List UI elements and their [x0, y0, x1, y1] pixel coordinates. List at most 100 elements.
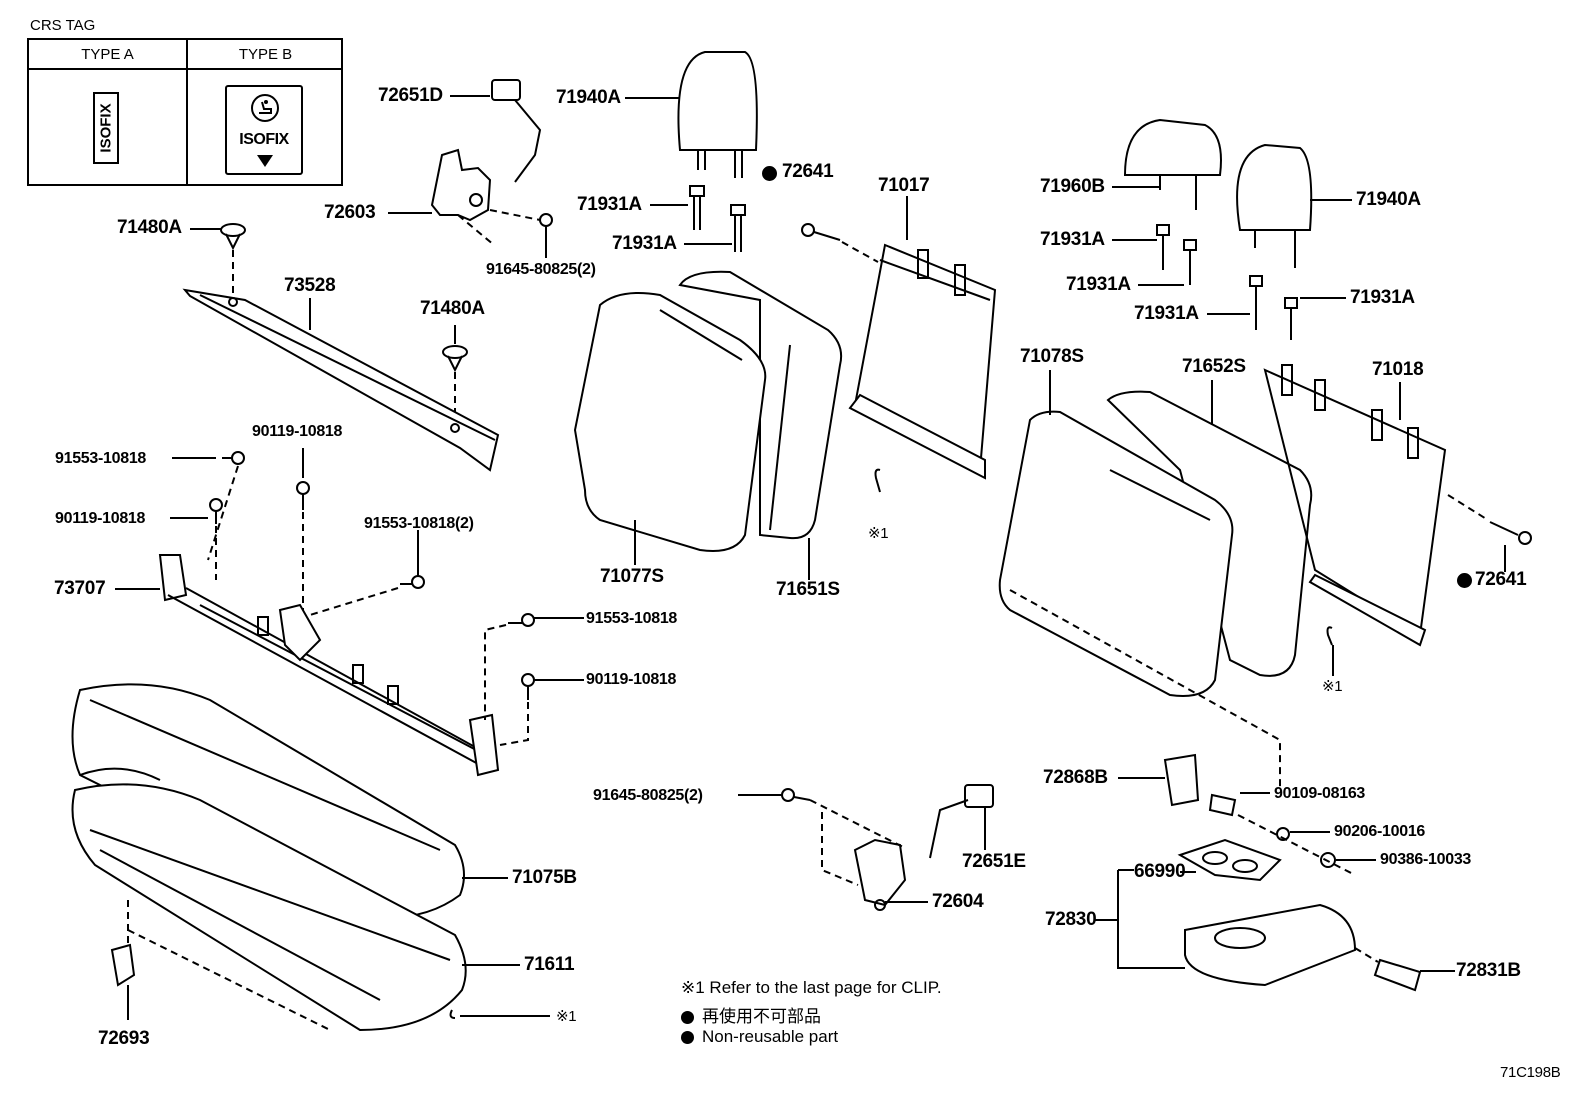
label-72868b: 72868B [1043, 767, 1108, 788]
nut-90206 [1276, 827, 1290, 841]
label-71078s: 71078S [1020, 346, 1084, 367]
back-frame-71017 [848, 243, 997, 480]
clip-71480a-2 [442, 345, 468, 373]
child-seat-icon [251, 94, 279, 122]
label-91553-1: 91553-10818 [55, 450, 147, 467]
clip-note: ※1 Refer to the last page for CLIP. [681, 978, 942, 997]
type-a-header: TYPE A [29, 40, 186, 70]
clip-ref-2: ※1 [1322, 678, 1343, 695]
clip-ref-1: ※1 [868, 525, 889, 542]
bolt-90119-1 [209, 498, 223, 524]
label-72651d: 72651D [378, 85, 443, 106]
headrest-guides-right [1156, 224, 1298, 340]
label-91645-bottom: 91645-80825(2) [593, 787, 703, 804]
label-91645-top: 91645-80825(2) [486, 261, 596, 278]
bolt-91553-1 [222, 451, 245, 465]
isofix-tag-type-b: ISOFIX [225, 85, 303, 175]
isofix-tag-type-a: ISOFIX [93, 92, 119, 164]
bolt-90119-2 [296, 481, 310, 510]
bolt-91645-bottom [781, 788, 811, 802]
crs-tag-title: CRS TAG [30, 17, 96, 34]
label-71480a-2: 71480A [420, 298, 485, 319]
cupholder-66990 [1177, 838, 1282, 882]
label-71480a-1: 71480A [117, 217, 182, 238]
note-en-text: Non-reusable part [702, 1027, 839, 1046]
down-arrow-icon [257, 155, 273, 167]
armrest-72830 [1184, 903, 1357, 987]
clip-ref-3: ※1 [556, 1008, 577, 1025]
label-71940a-right: 71940A [1356, 189, 1421, 210]
label-71652s: 71652S [1182, 356, 1246, 377]
headrest-guide-71931a [689, 185, 746, 252]
label-72641-right: 72641 [1475, 569, 1527, 590]
back-pad-71077s [573, 292, 767, 552]
lock-bracket-72603 [430, 148, 492, 222]
non-reusable-dot-2 [1457, 573, 1472, 588]
back-pad-71078s [998, 410, 1234, 697]
label-91553-3: 91553-10818 [586, 610, 678, 627]
bolt-91553-3 [508, 613, 535, 627]
label-91553-2: 91553-10818(2) [364, 515, 474, 532]
headrest-71940a-right [1236, 143, 1313, 268]
dot-icon [681, 1031, 694, 1045]
label-71960b: 71960B [1040, 176, 1105, 197]
label-71931a-1: 71931A [577, 194, 642, 215]
label-71611: 71611 [524, 954, 575, 975]
headrest-71960b [1123, 118, 1222, 210]
label-71077s: 71077S [600, 566, 664, 587]
pin-72831b [1373, 958, 1422, 992]
cushion-71075b [71, 683, 465, 919]
bolt-90119-3 [521, 673, 535, 700]
label-72641-top: 72641 [782, 161, 834, 182]
lock-bracket-72604 [853, 838, 907, 911]
label-73528: 73528 [284, 275, 336, 296]
release-cable-72651e [929, 784, 994, 859]
clip-72693 [110, 943, 136, 987]
non-reusable-note-jp: 再使用不可部品 [681, 1002, 821, 1027]
nut-90386 [1320, 852, 1336, 868]
label-71017: 71017 [878, 175, 930, 196]
label-71075b: 71075B [512, 867, 577, 888]
label-90119-3: 90119-10818 [586, 671, 677, 688]
release-cable-72651d [491, 79, 542, 183]
frame-73707 [158, 554, 500, 777]
isofix-text-a: ISOFIX [97, 103, 115, 153]
dot-icon [681, 1011, 694, 1025]
bolt-72641-top [801, 223, 841, 241]
cover-73528 [182, 288, 500, 472]
clip-71480a-1 [220, 223, 246, 251]
label-90109: 90109-08163 [1274, 785, 1366, 802]
bracket-72868b [1163, 753, 1200, 807]
note-jp-text: 再使用不可部品 [702, 1007, 821, 1026]
label-71018: 71018 [1372, 359, 1424, 380]
label-72693: 72693 [98, 1028, 150, 1049]
label-71931a-2: 71931A [612, 233, 677, 254]
label-66990: 66990 [1134, 861, 1186, 882]
isofix-text-b: ISOFIX [239, 131, 289, 148]
crs-tag-table: TYPE A TYPE B ISOFIX ISOFIX [27, 38, 343, 186]
label-73707: 73707 [54, 578, 106, 599]
non-reusable-dot-1 [762, 166, 777, 181]
label-71931a-3: 71931A [1040, 229, 1105, 250]
label-72651e: 72651E [962, 851, 1026, 872]
label-71931a-5: 71931A [1350, 287, 1415, 308]
label-72831b: 72831B [1456, 960, 1521, 981]
label-90386: 90386-10033 [1380, 851, 1472, 868]
bolt-90109 [1208, 793, 1237, 817]
back-frame-71018 [1263, 364, 1447, 647]
bolt-72641-right [1489, 521, 1532, 545]
label-90119-2: 90119-10818 [55, 510, 146, 527]
cushion-cover-71611 [71, 783, 467, 1032]
type-b-header: TYPE B [188, 40, 343, 70]
label-71940a-left: 71940A [556, 87, 621, 108]
label-72603: 72603 [324, 202, 376, 223]
label-90119-1: 90119-10818 [252, 423, 343, 440]
label-90206: 90206-10016 [1334, 823, 1426, 840]
label-71651s: 71651S [776, 579, 840, 600]
crs-divider [186, 40, 188, 184]
figure-id: 71C198B [1500, 1064, 1561, 1081]
label-71931a-6: 71931A [1134, 303, 1199, 324]
non-reusable-note-en: Non-reusable part [681, 1027, 838, 1047]
label-71931a-4: 71931A [1066, 274, 1131, 295]
